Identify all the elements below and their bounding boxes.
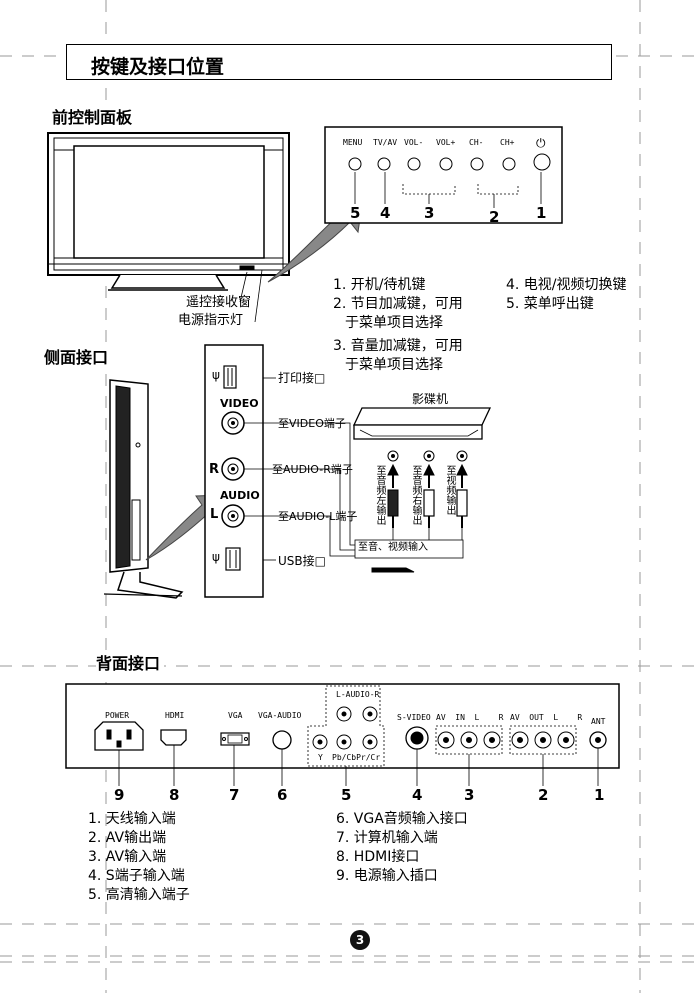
rear-legend-item-1: 1. 天线输入端 bbox=[88, 811, 176, 827]
rear-legend-item-4: 4. S端子输入端 bbox=[88, 868, 185, 884]
rear-callout-8: 8 bbox=[169, 786, 180, 804]
section-title: 按键及接口位置 bbox=[91, 56, 225, 78]
button-label-ch-plus: CH+ bbox=[500, 138, 515, 147]
rear-legend-item-3: 3. AV输入端 bbox=[88, 849, 167, 865]
button-label-menu: MENU bbox=[343, 138, 363, 147]
front-legend-item-1: 1. 开机/待机键 bbox=[333, 277, 426, 293]
to-audio-r-label: 至AUDIO-R端子 bbox=[272, 463, 353, 476]
side-tv-drawing bbox=[103, 379, 184, 599]
side-panel-heading: 侧面接口 bbox=[44, 348, 109, 367]
button-label-ch-minus: CH- bbox=[469, 138, 484, 147]
front-legend-item-5: 5. 菜单呼出键 bbox=[506, 296, 594, 312]
rear-callout-1: 1 bbox=[594, 786, 605, 804]
usb-icon: ψ bbox=[212, 368, 220, 382]
rear-callout-2: 2 bbox=[538, 786, 549, 804]
port-label-av-out: AV OUT L R bbox=[510, 713, 583, 722]
rear-legend-item-6: 6. VGA音频输入接口 bbox=[336, 811, 468, 827]
rear-legend-item-5: 5. 高清输入端子 bbox=[88, 887, 190, 903]
rear-callout-3: 3 bbox=[464, 786, 475, 804]
front-legend-item-3b: 于菜单项目选择 bbox=[345, 357, 443, 373]
rear-legend-right: 6. VGA音频输入接口 7. 计算机输入端 8. HDMI接口 9. 电源输入… bbox=[336, 810, 468, 886]
page-number: 3 bbox=[350, 930, 370, 950]
front-callout-5: 5 bbox=[350, 204, 361, 222]
port-label-hdmi: HDMI bbox=[165, 711, 185, 720]
side-connector-panel bbox=[204, 344, 276, 598]
front-callout-3: 3 bbox=[424, 204, 435, 222]
rear-legend-item-8: 8. HDMI接口 bbox=[336, 849, 420, 865]
front-legend-item-4: 4. 电视/视频切换键 bbox=[506, 277, 627, 293]
power-icon: ⏻ bbox=[536, 136, 546, 150]
rear-legend-left: 1. 天线输入端 2. AV输出端 3. AV输入端 4. S端子输入端 5. … bbox=[88, 810, 190, 905]
audio-r-label: R bbox=[209, 462, 220, 477]
button-label-vol-plus: VOL+ bbox=[436, 138, 456, 147]
port-label-vga-audio: VGA-AUDIO bbox=[258, 711, 302, 720]
front-callout-1: 1 bbox=[536, 204, 547, 222]
to-audio-l-label: 至AUDIO-L端子 bbox=[278, 510, 358, 523]
port-label-l-audio-r: L-AUDIO-R bbox=[336, 690, 380, 699]
video-label: VIDEO bbox=[220, 397, 259, 410]
rear-callout-6: 6 bbox=[277, 786, 288, 804]
front-legend-item-2: 2. 节目加减键，可用 bbox=[333, 296, 463, 312]
rear-callout-4: 4 bbox=[412, 786, 423, 804]
front-control-panel bbox=[324, 126, 563, 224]
front-legend-item-3: 3. 音量加减键，可用 bbox=[333, 338, 463, 354]
port-label-pbcb-prcr: Pb/CbPr/Cr bbox=[332, 753, 381, 762]
port-label-vga: VGA bbox=[228, 711, 243, 720]
front-legend-right: 4. 电视/视频切换键 5. 菜单呼出键 bbox=[506, 276, 627, 314]
front-legend-left: 1. 开机/待机键 2. 节目加减键，可用 于菜单项目选择 3. 音量加减键，可… bbox=[333, 276, 463, 375]
audio-label: AUDIO bbox=[220, 489, 260, 502]
rear-legend-item-2: 2. AV输出端 bbox=[88, 830, 167, 846]
to-right-audio-out-label: 至音频右输出 bbox=[410, 465, 421, 525]
rear-callout-9: 9 bbox=[114, 786, 125, 804]
rear-callout-5: 5 bbox=[341, 786, 352, 804]
rear-panel-drawing bbox=[65, 683, 620, 786]
to-video-label: 至VIDEO端子 bbox=[278, 417, 346, 430]
front-panel-heading: 前控制面板 bbox=[52, 108, 133, 127]
rear-legend-item-9: 9. 电源输入插口 bbox=[336, 868, 438, 884]
front-callout-4: 4 bbox=[380, 204, 391, 222]
button-label-tvav: TV/AV bbox=[373, 138, 398, 147]
front-legend-item-2b: 于菜单项目选择 bbox=[345, 315, 443, 331]
front-tv-drawing bbox=[47, 132, 290, 323]
section-title-box: 按键及接口位置 bbox=[66, 44, 612, 80]
usb-port-label: USB接□ bbox=[278, 554, 326, 568]
rear-callout-7: 7 bbox=[229, 786, 240, 804]
rear-panel-heading: 背面接口 bbox=[96, 656, 165, 672]
dvd-player-label: 影碟机 bbox=[412, 392, 449, 406]
to-av-input-label: 至音、视频输入 bbox=[358, 542, 428, 553]
button-label-vol-minus: VOL- bbox=[404, 138, 424, 147]
usb-icon: ψ bbox=[212, 550, 220, 564]
to-left-audio-out-label: 至音频左输出 bbox=[374, 465, 385, 525]
port-label-ant: ANT bbox=[591, 717, 606, 726]
port-label-y: Y bbox=[318, 753, 323, 762]
port-label-av-in: AV IN L R bbox=[436, 713, 504, 722]
port-label-power: POWER bbox=[105, 711, 130, 720]
audio-l-label: L bbox=[210, 507, 219, 522]
dvd-player-drawing bbox=[270, 407, 492, 573]
print-port-label: 打印接□ bbox=[278, 371, 326, 385]
port-label-s-video: S-VIDEO bbox=[397, 713, 431, 722]
power-led-label: 电源指示灯 bbox=[178, 313, 244, 328]
front-callout-2: 2 bbox=[489, 208, 500, 226]
to-video-out-label: 至视频输出 bbox=[444, 465, 455, 515]
rear-legend-item-7: 7. 计算机输入端 bbox=[336, 830, 438, 846]
remote-window-label: 遥控接收窗 bbox=[186, 295, 252, 310]
